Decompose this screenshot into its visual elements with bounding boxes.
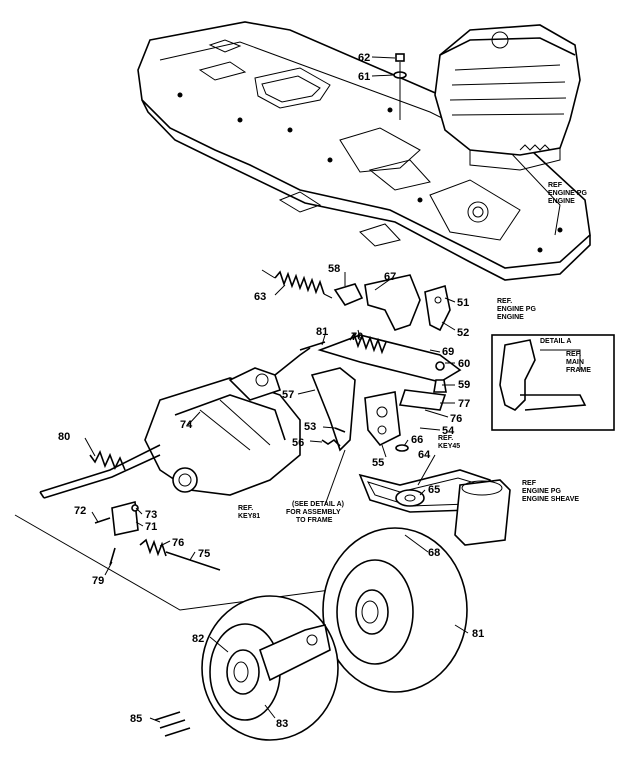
engine <box>434 24 581 171</box>
detail-a-box: DETAIL A REF. MAIN FRAME <box>491 334 615 431</box>
part-label-81-wheel: 81 <box>472 628 484 640</box>
main-frame <box>137 21 591 281</box>
part-label-65: 65 <box>428 484 440 496</box>
part-label-61: 61 <box>358 71 370 83</box>
ref-sheave-2: ENGINE PG <box>522 488 561 495</box>
spring-63 <box>261 269 333 299</box>
bracket-54-76 <box>398 389 447 411</box>
part-label-58: 58 <box>328 263 340 275</box>
part-label-76-lower: 76 <box>172 537 184 549</box>
ref-engine2-2: ENGINE PG <box>497 306 536 313</box>
clip-73 <box>131 504 139 512</box>
part-label-62: 62 <box>358 52 370 64</box>
clip-56 <box>321 438 341 447</box>
ref-engine-1: REF <box>548 182 563 189</box>
ref-key45-1: REF. <box>438 435 453 442</box>
part-label-83: 83 <box>276 718 288 730</box>
pivot-58 <box>333 283 364 306</box>
engine-sheave <box>454 479 511 546</box>
ref-sheave-3: ENGINE SHEAVE <box>522 496 579 503</box>
ref-engine-3: ENGINE <box>548 198 575 205</box>
part-label-79: 79 <box>92 575 104 587</box>
bolt-72 <box>94 517 111 524</box>
see-detail-a-1: (SEE DETAIL A) <box>292 501 344 508</box>
ref-key81-2: KEY81 <box>238 513 260 520</box>
part-label-66: 66 <box>411 434 423 446</box>
rear-wheel-81 <box>322 527 468 693</box>
spring-70 <box>349 332 387 355</box>
hub-55 <box>364 391 401 447</box>
transaxle <box>144 347 311 496</box>
part-label-70: 70 <box>351 331 363 343</box>
arm-57 <box>310 367 356 452</box>
part-label-64: 64 <box>418 449 431 461</box>
lever-71 <box>111 500 139 536</box>
pin-79 <box>109 547 116 566</box>
part-label-53: 53 <box>304 421 316 433</box>
ref-key81-1: REF. <box>238 505 253 512</box>
axle-shaft <box>39 444 161 499</box>
rod-81 <box>299 341 326 351</box>
ref-main-frame-3: FRAME <box>566 367 591 374</box>
part-label-75: 75 <box>198 548 210 560</box>
part-label-59: 59 <box>458 379 470 391</box>
see-detail-a-3: TO FRAME <box>296 517 333 524</box>
part-label-85: 85 <box>130 713 142 725</box>
part-label-71: 71 <box>145 521 157 533</box>
ref-engine-2: ENGINE PG <box>548 190 587 197</box>
part-label-68: 68 <box>428 547 440 559</box>
lug-bolts-85 <box>154 711 191 737</box>
ref-sheave-1: REF <box>522 480 537 487</box>
ref-main-frame-1: REF. <box>566 351 581 358</box>
idler-bracket-69 <box>317 334 462 383</box>
part-label-76-upper: 76 <box>450 413 462 425</box>
bracket-51-52 <box>424 284 451 332</box>
part-label-77: 77 <box>458 398 470 410</box>
spring-80 <box>89 449 126 471</box>
part-label-54: 54 <box>442 425 455 437</box>
part-label-57: 57 <box>282 389 294 401</box>
bracket-67 <box>364 274 421 331</box>
part-labels: 62 61 58 67 63 51 52 81 70 69 60 59 57 7… <box>58 52 484 730</box>
see-detail-a-2: FOR ASSEMBLY <box>286 509 341 516</box>
part-label-52: 52 <box>457 327 469 339</box>
pin-53 <box>334 427 346 433</box>
part-label-56: 56 <box>292 437 304 449</box>
part-label-81-upper: 81 <box>316 326 328 338</box>
bolt-62 <box>395 53 405 62</box>
washer-61 <box>393 62 407 120</box>
part-label-73: 73 <box>145 509 157 521</box>
spring-76-75 <box>139 538 221 571</box>
part-label-67: 67 <box>384 271 396 283</box>
ref-main-frame-2: MAIN <box>566 359 584 366</box>
part-label-63: 63 <box>254 291 266 303</box>
nut-60 <box>435 361 445 371</box>
part-label-55: 55 <box>372 457 384 469</box>
part-label-60: 60 <box>458 358 470 370</box>
part-label-72: 72 <box>74 505 86 517</box>
leader-lines <box>84 56 469 723</box>
bolt-59 <box>433 379 447 393</box>
part-label-82: 82 <box>192 633 204 645</box>
part-label-69: 69 <box>442 346 454 358</box>
detail-a-title: DETAIL A <box>540 338 571 345</box>
ref-engine2-3: ENGINE <box>497 314 524 321</box>
part-label-74: 74 <box>180 419 193 431</box>
washer-66 <box>395 444 409 452</box>
part-label-80: 80 <box>58 431 70 443</box>
part-label-51: 51 <box>457 297 469 309</box>
hub-83 <box>259 624 331 682</box>
ref-key45-2: KEY45 <box>438 443 460 450</box>
ref-engine2-1: REF. <box>497 298 512 305</box>
pulley-64 <box>395 489 425 507</box>
